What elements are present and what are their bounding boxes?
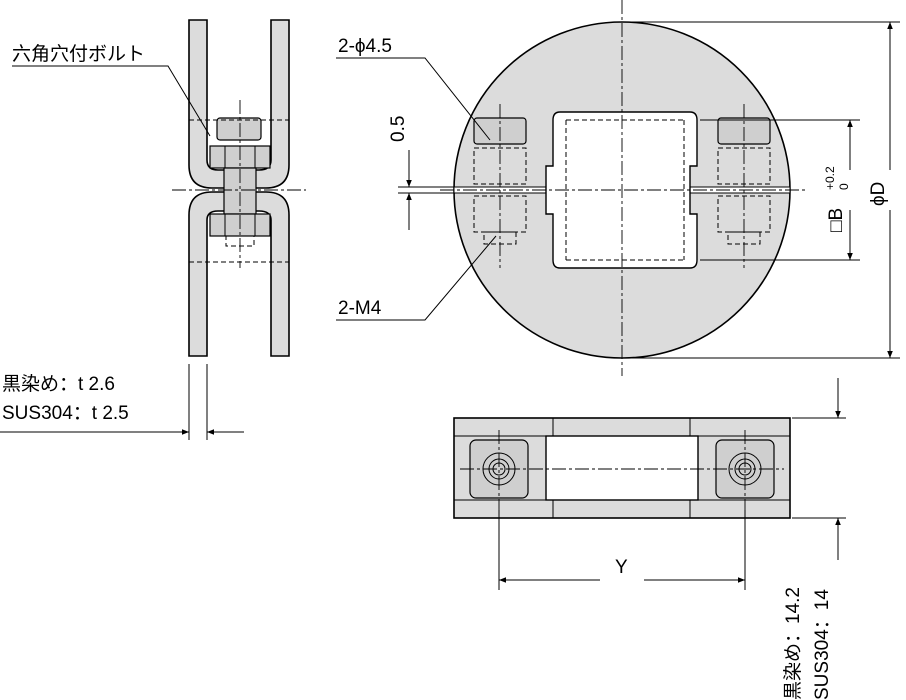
label-height-black: 黒染め：14.2 (782, 587, 804, 700)
square-window (545, 435, 699, 501)
bottom-view: Y 黒染め：14.2 SUS304：14 (453, 378, 846, 700)
label-thickness-black: 黒染め：t 2.6 (2, 373, 115, 395)
label-thread: 2-M4 (338, 298, 382, 319)
label-hex-bolt: 六角穴付ボルト (12, 43, 145, 65)
label-thickness-sus: SUS304：t 2.5 (2, 403, 129, 424)
label-b-tol-lower: 0 (837, 183, 851, 190)
front-view: 2-ϕ4.5 2-M4 0.5 □B +0.2 0 ϕD (336, 0, 900, 376)
lower-clamp-arm (188, 191, 290, 357)
label-y: Y (615, 557, 628, 578)
square-bore (545, 111, 698, 269)
label-diameter: ϕD (868, 182, 889, 206)
label-b-tol-upper: +0.2 (823, 166, 837, 190)
label-height-sus: SUS304：14 (812, 589, 833, 700)
bolt-head (216, 117, 262, 141)
label-square-b: □B (826, 208, 847, 232)
side-view: 六角穴付ボルト 黒染め：t 2.6 SUS304：t 2.5 (0, 19, 306, 440)
label-gap: 0.5 (388, 116, 409, 142)
label-hole-phi: 2-ϕ4.5 (338, 36, 392, 57)
